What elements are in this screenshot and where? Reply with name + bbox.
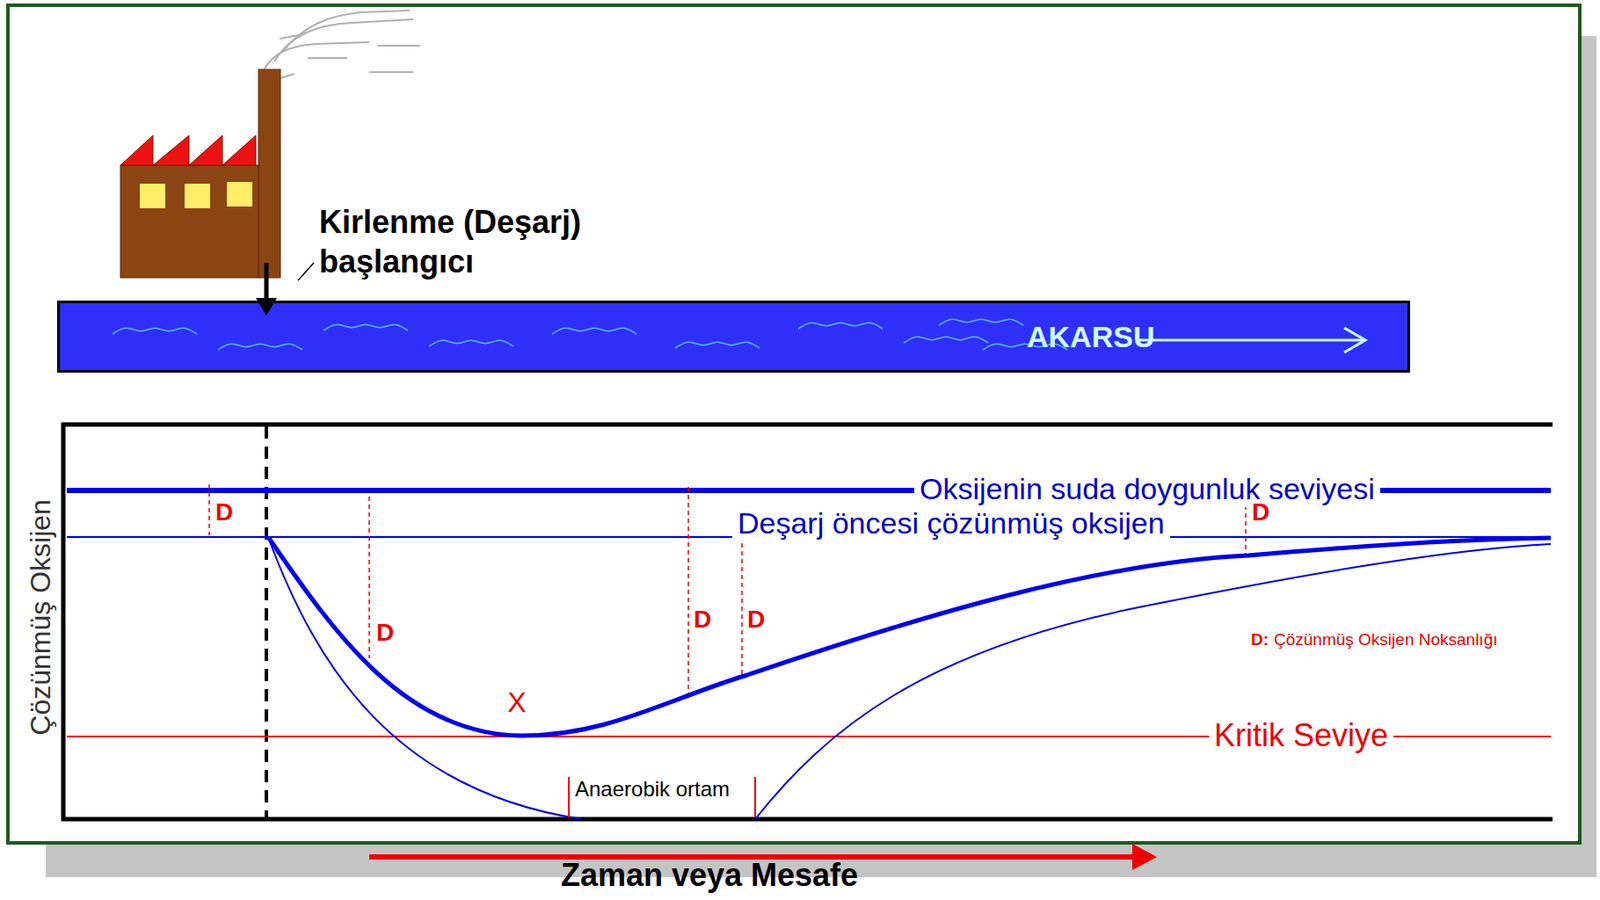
roof-tooth [120,135,153,166]
wave-line [323,324,408,331]
anaerobic-curve [268,537,582,820]
deficit-label: D [1251,498,1270,527]
roof-tooth [189,135,223,166]
window [139,183,166,209]
smoke-line [274,19,414,62]
river-waves [59,303,1408,371]
factory-body [120,165,259,278]
outer-frame [7,5,1580,844]
wave-line [903,336,989,343]
window [226,181,253,207]
critical-point-mark: X [507,686,526,720]
discharge-line [264,426,269,818]
critical-label: Kritik Seviye [1208,717,1394,754]
deficit-marker [368,496,371,659]
river-band: AKARSU [57,300,1411,373]
flow-arrow [1139,339,1366,342]
roof-tooth [222,135,256,166]
smoke [263,10,421,81]
deficit-marker [687,487,690,694]
deficit-label: D [693,605,712,634]
flow-arrow-head [1344,327,1366,353]
chart-frame [61,422,66,822]
discharge-label: Kirlenme (Deşarj) başlangıcı [319,202,619,282]
chart-frame [61,422,1553,428]
frame-shadow [1579,36,1597,878]
discharge-arrow [264,262,270,302]
deficit-label: D [215,498,233,527]
wave-line [112,327,197,335]
smoke-line [307,57,348,59]
wave-line [675,341,760,349]
smoke-line [369,71,414,73]
initial-do-label: Deşarj öncesi çözünmüş oksijen [732,506,1171,541]
chart-frame [61,817,1553,822]
deficit-marker [741,527,743,679]
legend-key: D: [1250,630,1269,650]
anaerobic-tick [754,777,757,818]
anaerobic-curve [755,544,1551,820]
deficit-label: D [376,618,394,648]
arrow-head [1132,843,1157,871]
wave-line [798,322,883,329]
wave-line [429,340,514,347]
leader-line [298,262,314,281]
window [184,183,211,209]
legend-text: Çözünmüş Oksijen Noksanlığı [1273,630,1499,650]
river-name: AKARSU [1026,320,1155,355]
discharge-arrow-head [255,298,277,316]
smoke-line [279,35,299,39]
smoke-line [263,42,370,71]
saturation-label: Oksijenin suda doygunluk seviyesi [914,472,1381,507]
wave-line [552,327,637,335]
axis-label: Zaman veya Mesafe [560,857,859,894]
wave-line [938,319,1024,326]
smoke-line [378,44,421,47]
wave-line [218,343,303,350]
anaerobic-label: Anaerobik ortam [574,777,730,802]
axis-label: Çözünmüş Oksijen [24,499,58,736]
deficit-label: D [747,605,765,634]
deficit-marker [208,484,211,536]
roof-tooth [152,135,190,166]
chimney [258,69,281,278]
anaerobic-tick [567,777,570,818]
